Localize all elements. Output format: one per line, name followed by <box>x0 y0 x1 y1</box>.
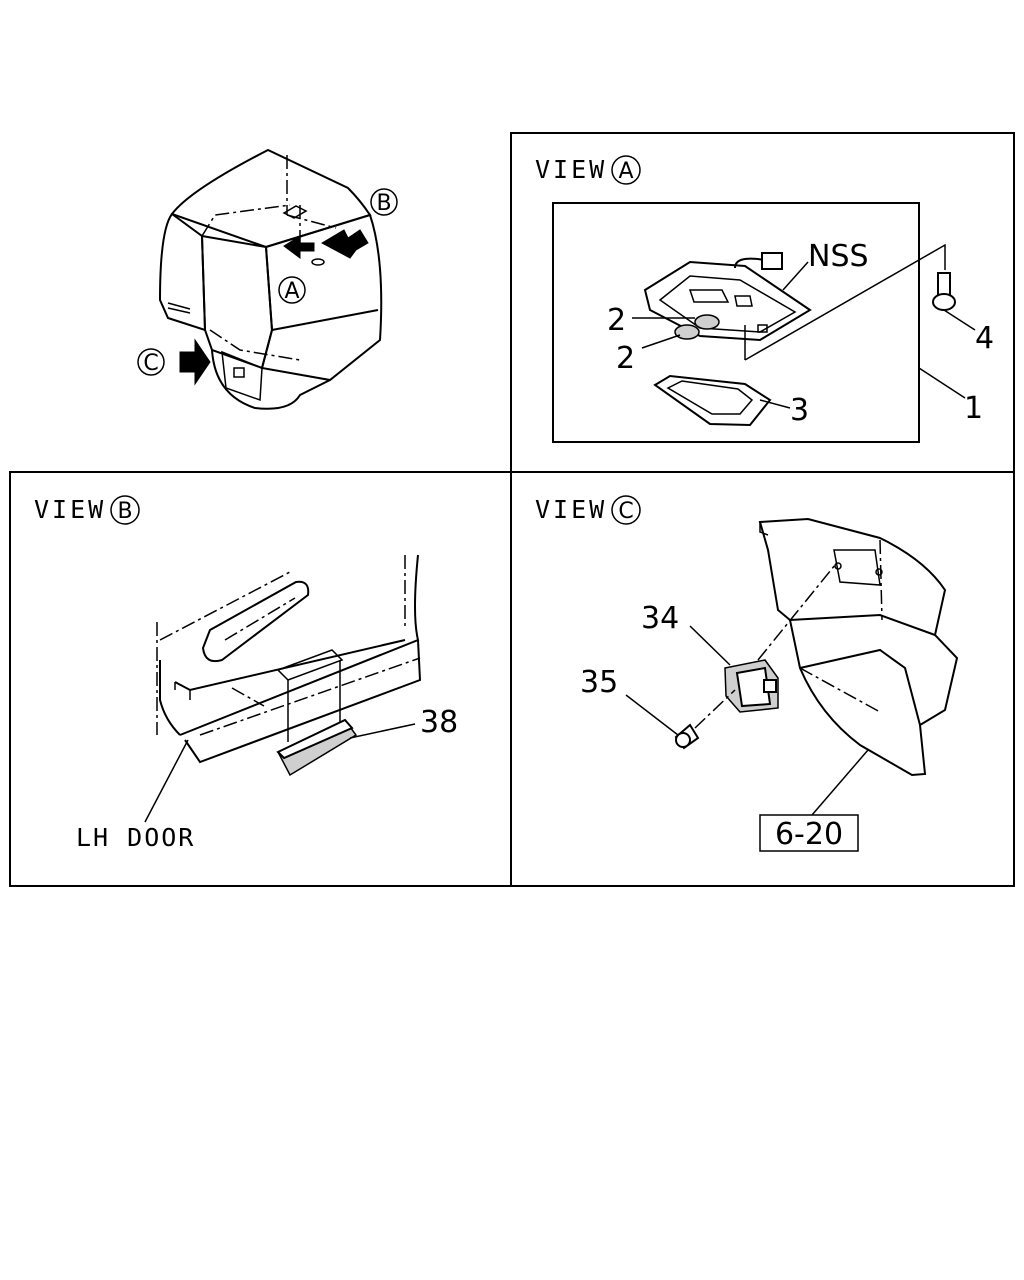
bulb-upper-icon <box>694 314 720 330</box>
view-a-title: VIEW <box>535 155 607 184</box>
screw-icon <box>932 272 956 311</box>
label-38: 38 <box>420 705 458 740</box>
view-a-panel: VIEW A NSS 2 2 3 <box>535 155 994 443</box>
label-lh-door: LH DOOR <box>76 823 195 852</box>
view-c-frame <box>510 471 1015 887</box>
overview-cab-illustration: A B C <box>137 148 398 410</box>
view-b-panel: VIEW B 38 LH DOOR <box>34 495 458 852</box>
bulb-lower-icon <box>674 324 700 340</box>
view-b-title-circle <box>110 495 140 525</box>
label-2-lower: 2 <box>616 341 635 376</box>
callout-a-letter: A <box>284 279 299 304</box>
view-a-inner-frame <box>552 202 920 443</box>
view-c-title-circle <box>611 495 641 525</box>
view-c-panel: VIEW C 34 35 6-20 <box>535 495 959 852</box>
view-a-title-letter: A <box>618 159 633 184</box>
side-lamp-icon <box>724 659 779 713</box>
panel-frames <box>9 132 1015 887</box>
screw-35-icon <box>674 723 700 750</box>
callout-b-letter: B <box>376 191 391 216</box>
label-3: 3 <box>790 393 809 428</box>
callout-a-circle <box>278 276 306 304</box>
view-b-title-letter: B <box>117 499 132 524</box>
view-c-title: VIEW <box>535 495 607 524</box>
ref-box-label: 6-20 <box>775 817 843 852</box>
label-1: 1 <box>964 391 983 426</box>
ref-box-frame <box>759 814 859 852</box>
callout-b-circle <box>370 188 398 216</box>
view-c-title-letter: C <box>618 499 633 524</box>
arrow-a-icon <box>283 235 315 259</box>
label-4: 4 <box>975 321 994 356</box>
callout-c-circle <box>137 348 165 376</box>
label-nss: NSS <box>808 239 869 274</box>
label-2-upper: 2 <box>607 303 626 338</box>
view-a-title-circle <box>611 155 641 185</box>
label-34: 34 <box>641 601 679 636</box>
arrow-c-icon <box>179 338 211 386</box>
callout-c-letter: C <box>143 351 158 376</box>
lens-icon <box>653 374 772 427</box>
view-b-title: VIEW <box>34 495 106 524</box>
arrow-b-icon <box>320 229 369 259</box>
label-35: 35 <box>580 665 618 700</box>
